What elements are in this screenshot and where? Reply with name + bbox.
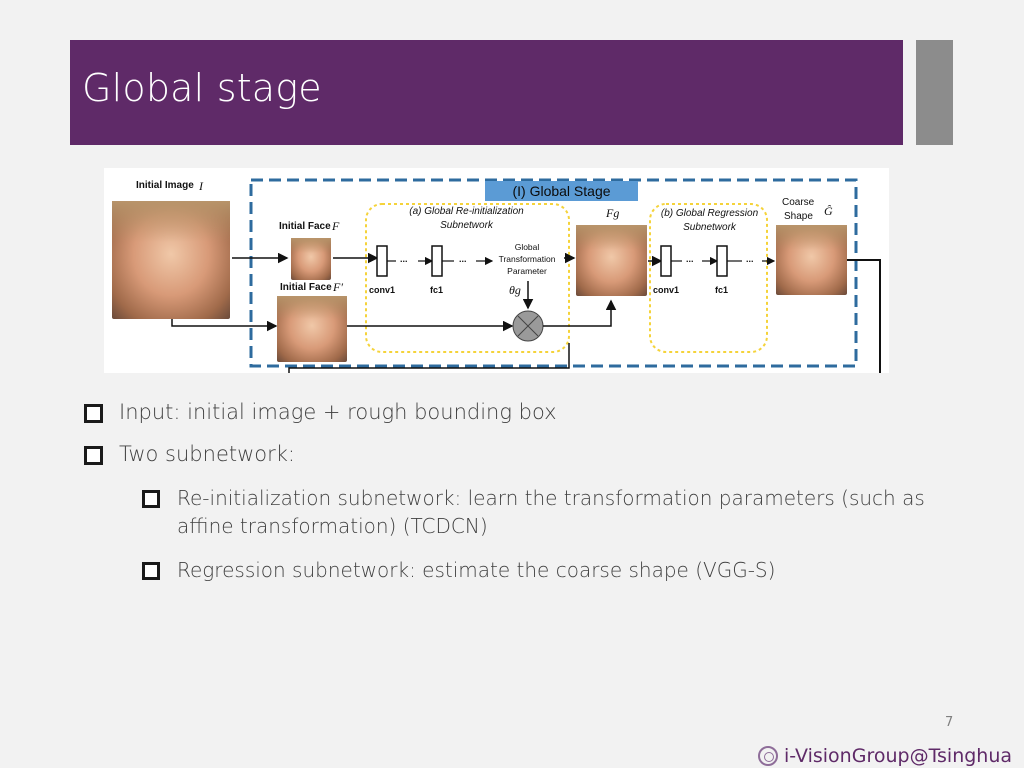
coarse-shape-label-2: Shape	[784, 211, 813, 222]
initial-face-prime-label: Initial Face	[280, 282, 332, 293]
footer-text: i-VisionGroup@Tsinghua	[784, 745, 1013, 767]
initial-face-symbol: F	[332, 219, 340, 233]
gtp-label-1: Global	[514, 242, 540, 252]
conv1-a-label: conv1	[369, 285, 396, 295]
bullet-text: Two subnetwork:	[119, 442, 295, 466]
dots-b2: ...	[746, 254, 754, 264]
coarse-shape-photo	[776, 225, 847, 295]
fc1-a-label: fc1	[430, 285, 444, 295]
bullet-input: Input: initial image + rough bounding bo…	[84, 400, 964, 424]
square-bullet-icon	[84, 404, 103, 423]
dots-a1: ...	[400, 254, 408, 264]
fg-face-photo	[576, 225, 647, 296]
square-bullet-icon	[142, 490, 160, 508]
gtp-label-3: Parameter	[507, 266, 547, 276]
slide-title: Global stage	[82, 66, 322, 110]
square-bullet-icon	[84, 446, 103, 465]
title-side-tab	[916, 40, 953, 145]
initial-face-label: Initial Face	[279, 221, 331, 232]
sub-bullet-text: Regression subnetwork: estimate the coar…	[177, 558, 776, 582]
conv1-b-label: conv1	[653, 285, 680, 295]
initial-face-prime-symbol: F′	[333, 280, 343, 294]
initial-face-prime-photo	[277, 296, 347, 362]
bullet-subnetwork: Two subnetwork:	[84, 442, 964, 466]
initial-image-photo	[112, 201, 230, 319]
regression-subnetwork-box	[649, 203, 768, 353]
stage-title: (I) Global Stage	[485, 181, 638, 201]
gtp-label-2: Transformation	[498, 254, 556, 264]
reinit-subnetwork-box	[365, 203, 570, 353]
page-number: 7	[945, 715, 954, 730]
fg-symbol: Fg	[606, 206, 620, 220]
global-stage-diagram: (I) Global Stage Initial Image I Initial…	[104, 168, 889, 373]
bullet-text: Input: initial image + rough bounding bo…	[119, 400, 557, 424]
initial-face-photo	[291, 238, 331, 280]
conv1-b-block	[660, 245, 672, 277]
diagram-lines	[146, 178, 881, 373]
initial-image-label: Initial Image	[136, 180, 194, 191]
sub-bullet-text: Re-initialization subnetwork: learn the …	[177, 486, 925, 538]
conv1-a-block	[376, 245, 388, 277]
dots-a2: ...	[459, 254, 467, 264]
title-bar: Global stage	[70, 40, 903, 145]
reinit-subnetwork-title-2: Subnetwork	[440, 220, 493, 231]
fc1-b-block	[716, 245, 728, 277]
footer: i-VisionGroup@Tsinghua	[758, 745, 1012, 767]
regression-subnetwork-title-1: (b) Global Regression	[660, 208, 759, 219]
bullet-list: Input: initial image + rough bounding bo…	[84, 400, 964, 600]
dots-b1: ...	[686, 254, 694, 264]
fc1-b-label: fc1	[715, 285, 729, 295]
g-hat-symbol: Ĝ	[824, 204, 833, 218]
reinit-subnetwork-title-1: (a) Global Re-initialization	[409, 206, 524, 217]
square-bullet-icon	[142, 562, 160, 580]
theta-label: θg	[509, 283, 521, 297]
initial-image-symbol: I	[199, 179, 203, 193]
fc1-a-block	[431, 245, 443, 277]
coarse-shape-label-1: Coarse	[782, 197, 815, 208]
sub-bullet-reinit: Re-initialization subnetwork: learn the …	[142, 484, 937, 540]
sub-bullet-regression: Regression subnetwork: estimate the coar…	[142, 556, 937, 584]
regression-subnetwork-title-2: Subnetwork	[683, 222, 736, 233]
tsinghua-seal-icon	[758, 746, 778, 766]
